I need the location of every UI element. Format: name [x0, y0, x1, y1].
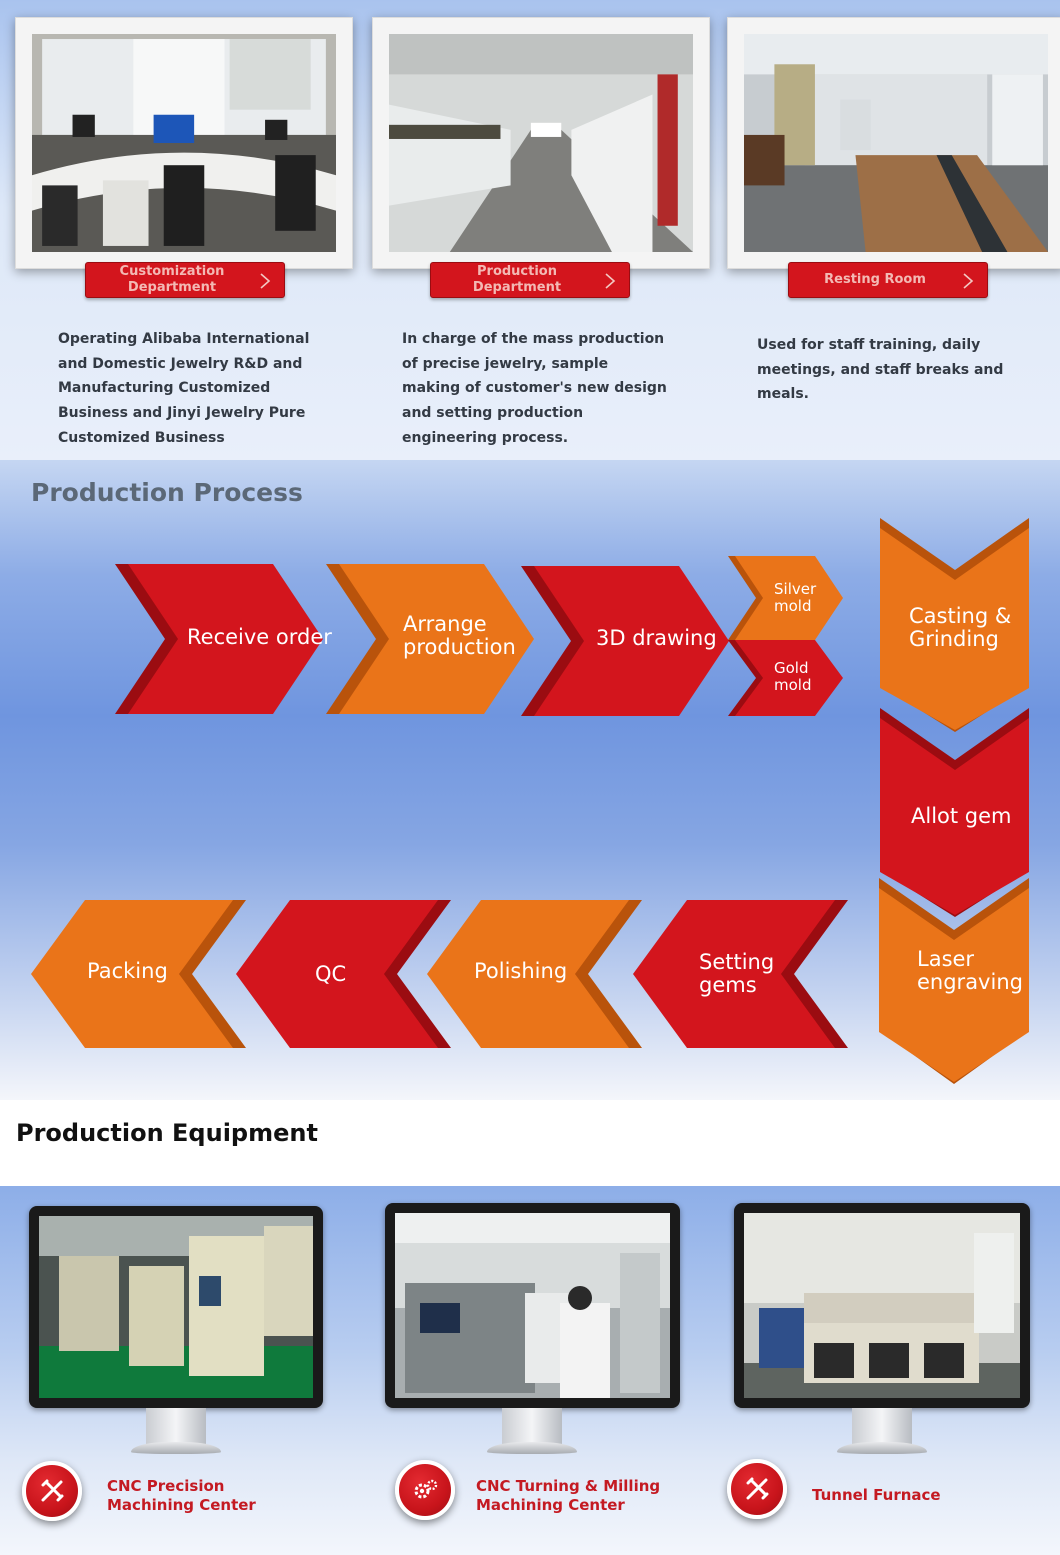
equipment-monitor-tunnel-furnace [734, 1203, 1030, 1456]
process-flow-diagram [31, 518, 1029, 1084]
step-polishing [427, 900, 642, 1048]
gold-mold-label: Gold mold [774, 659, 812, 695]
department-card-production [372, 17, 710, 269]
step-allot-gem [880, 708, 1029, 917]
production-equipment-title: Production Equipment [16, 1119, 318, 1147]
qc-label: QC [315, 962, 347, 986]
cnc-precision-photo [39, 1216, 313, 1398]
3d-drawing-label: 3D drawing [596, 626, 717, 650]
monitor-stand [502, 1408, 562, 1444]
cnc-turning-photo [395, 1213, 670, 1398]
receive-order-label: Receive order [187, 625, 332, 649]
production-department-photo [389, 34, 693, 252]
resting-room-label: Resting Room [824, 272, 926, 287]
equipment-monitor-cnc-precision [29, 1206, 323, 1456]
monitor-screen [385, 1203, 680, 1408]
department-card-customization [15, 17, 353, 269]
packing-label: Packing [87, 959, 168, 983]
production-department-button[interactable]: Production Department [430, 262, 630, 298]
step-laser-engraving [879, 878, 1029, 1084]
cnc-turning-label: CNC Turning & Milling Machining Center [476, 1477, 661, 1514]
step-gold-mold [728, 640, 843, 716]
step-silver-mold [728, 556, 843, 640]
step-packing [31, 900, 246, 1048]
production-process-section: Production Process [0, 460, 1060, 1100]
departments-section: Customization Department Production Depa… [0, 0, 1060, 460]
silver-mold-label: Silver mold [774, 580, 817, 616]
cnc-precision-label: CNC Precision Machining Center [107, 1477, 256, 1514]
monitor-base [487, 1442, 577, 1454]
monitor-base [837, 1442, 927, 1454]
department-card-resting-room [727, 17, 1060, 269]
step-receive-order [115, 564, 323, 714]
resting-room-description: Used for staff training, daily meetings,… [757, 337, 1004, 403]
step-qc [236, 900, 451, 1048]
tunnel-furnace-photo [744, 1213, 1020, 1398]
gears-icon [395, 1460, 455, 1520]
chevron-right-icon [260, 273, 271, 289]
chevron-right-icon [605, 273, 616, 289]
customization-department-button[interactable]: Customization Department [85, 262, 285, 298]
chevron-right-icon [963, 273, 974, 289]
customization-office-photo [32, 34, 336, 252]
setting-gems-label: Setting gems [699, 950, 775, 998]
production-department-label: Production Department [472, 264, 562, 295]
step-3d-drawing [521, 566, 729, 716]
monitor-stand [146, 1408, 206, 1444]
step-setting-gems [633, 900, 848, 1048]
monitor-screen [734, 1203, 1030, 1408]
laser-engraving-label: Laser engraving [917, 947, 1023, 995]
monitor-base [131, 1442, 221, 1454]
monitor-screen [29, 1206, 323, 1408]
arrange-production-label: Arrange production [403, 612, 516, 660]
tunnel-furnace-label: Tunnel Furnace [812, 1486, 941, 1504]
production-description: In charge of the mass production of prec… [402, 331, 667, 446]
polishing-label: Polishing [474, 959, 568, 983]
production-process-title: Production Process [31, 478, 303, 507]
resting-room-button[interactable]: Resting Room [788, 262, 988, 298]
step-arrange-production [326, 564, 534, 714]
step-casting-grinding [880, 518, 1029, 732]
resting-room-photo [744, 34, 1048, 252]
customization-department-label: Customization Department [119, 264, 225, 295]
tools-icon [727, 1459, 787, 1519]
tools-icon [22, 1461, 82, 1521]
customization-description: Operating Alibaba International and Dome… [58, 331, 310, 446]
production-equipment-section: CNC Precision Machining Center CNC Turni… [0, 1186, 1060, 1555]
casting-grinding-label: Casting & Grinding [909, 604, 1012, 652]
allot-gem-label: Allot gem [911, 804, 1012, 828]
equipment-monitor-cnc-turning [385, 1203, 680, 1456]
monitor-stand [852, 1408, 912, 1444]
